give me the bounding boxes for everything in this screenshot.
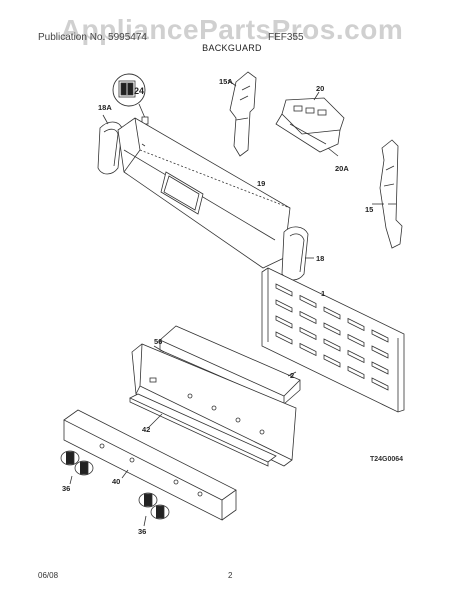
part-15-right-bracket bbox=[372, 139, 403, 249]
callout-42: 42 bbox=[142, 425, 150, 434]
callout-40: 40 bbox=[112, 477, 120, 486]
callout-36-right: 36 bbox=[138, 527, 146, 536]
section-title: BACKGUARD bbox=[202, 43, 262, 53]
callout-20a: 20A bbox=[335, 164, 349, 173]
part-2-control-panel bbox=[131, 343, 297, 467]
vent-slot bbox=[299, 342, 317, 357]
vent-slot bbox=[275, 283, 293, 297]
callout-18: 18 bbox=[316, 254, 324, 263]
vent-slot bbox=[275, 299, 293, 313]
part-36-knobs-right bbox=[138, 492, 170, 527]
vent-slot bbox=[275, 331, 293, 345]
part-20-control-board bbox=[275, 91, 345, 157]
footer-date: 06/08 bbox=[38, 571, 59, 580]
callout-56: 56 bbox=[154, 337, 162, 346]
vent-slot bbox=[347, 349, 365, 364]
callout-15a: 15A bbox=[219, 77, 233, 86]
vent-slot bbox=[299, 310, 317, 325]
vent-slot bbox=[323, 306, 341, 320]
part-15a-left-bracket bbox=[227, 71, 257, 157]
vent-slot bbox=[299, 326, 317, 341]
figure-id: T24G0064 bbox=[370, 456, 404, 463]
vent-slot bbox=[347, 333, 365, 348]
vent-slot bbox=[275, 315, 293, 329]
part-36-knobs-left bbox=[60, 450, 94, 485]
part-24-switch bbox=[112, 73, 149, 125]
vent-slot bbox=[347, 365, 365, 380]
part-18-right-endcap bbox=[281, 226, 314, 281]
vent-slot bbox=[323, 338, 341, 352]
callout-24: 24 bbox=[134, 86, 144, 96]
part-18a-left-endcap bbox=[97, 114, 123, 175]
footer-page-number: 2 bbox=[228, 571, 233, 580]
callout-15: 15 bbox=[365, 205, 373, 214]
vent-slot bbox=[323, 354, 341, 368]
callout-2: 2 bbox=[290, 371, 294, 380]
part-42-trim-strip bbox=[129, 393, 277, 467]
vent-slot bbox=[371, 377, 389, 391]
vent-slot bbox=[371, 329, 389, 343]
vent-slot bbox=[323, 322, 341, 336]
vent-slot bbox=[299, 294, 317, 309]
vent-slot bbox=[371, 361, 389, 375]
callout-18a: 18A bbox=[98, 103, 112, 112]
part-40-knob-panel bbox=[63, 409, 237, 521]
vent-slot bbox=[371, 345, 389, 359]
part-1-vent-slots bbox=[275, 283, 389, 391]
callout-36-left: 36 bbox=[62, 484, 70, 493]
model-number: FEF355 bbox=[268, 32, 304, 43]
part-19-backguard-panel bbox=[117, 117, 291, 269]
callout-20: 20 bbox=[316, 84, 324, 93]
callout-1: 1 bbox=[321, 289, 325, 298]
publication-number: Publication No. 5995474 bbox=[38, 32, 147, 43]
vent-slot bbox=[347, 317, 365, 332]
part-1-rear-panel bbox=[261, 267, 405, 413]
callout-19: 19 bbox=[257, 179, 265, 188]
